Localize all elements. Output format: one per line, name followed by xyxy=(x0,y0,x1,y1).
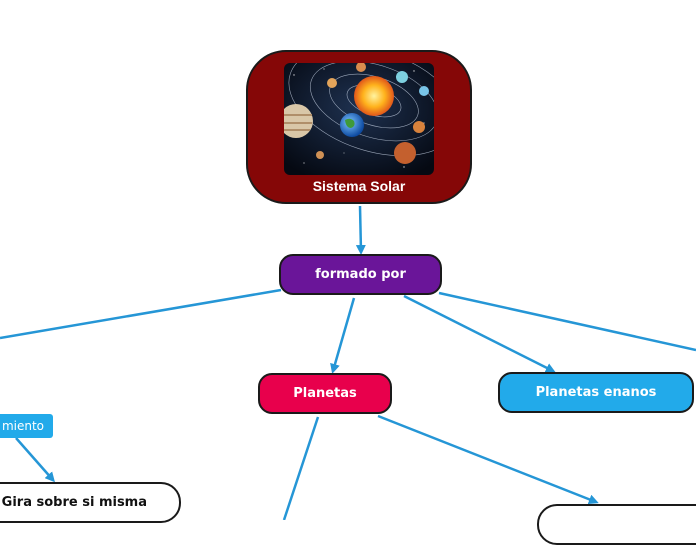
node-planetas-enanos-label: Planetas enanos xyxy=(535,385,657,400)
node-planetas[interactable]: Planetas xyxy=(258,373,392,414)
edge-planetas-right xyxy=(377,414,599,505)
node-formado-por-label: formado por xyxy=(315,267,406,282)
node-planetas-enanos[interactable]: Planetas enanos xyxy=(498,372,694,413)
edge-tag-gira xyxy=(15,437,55,483)
edge-planetas-down xyxy=(282,416,320,520)
connector-layer xyxy=(0,205,696,520)
node-planetas-label: Planetas xyxy=(293,386,357,401)
link-label-movimiento-text: miento xyxy=(1,419,44,433)
edge-formado-planetas xyxy=(330,297,356,374)
edge-root-formado xyxy=(355,205,366,255)
edge-formado-right xyxy=(438,291,696,352)
node-bottom-right[interactable] xyxy=(537,504,696,545)
node-gira-sobre-si-misma-label: Gira sobre si misma xyxy=(1,495,147,510)
root-node-label: Sistema Solar xyxy=(312,178,406,194)
edge-formado-enanos xyxy=(403,294,556,373)
edge-formado-left xyxy=(0,288,282,340)
solar-system-image xyxy=(284,63,434,175)
node-gira-sobre-si-misma[interactable]: Gira sobre si misma xyxy=(0,482,181,523)
link-label-movimiento[interactable]: miento xyxy=(0,414,53,438)
node-formado-por[interactable]: formado por xyxy=(279,254,442,295)
root-node-sistema-solar[interactable]: Sistema Solar xyxy=(246,50,472,204)
